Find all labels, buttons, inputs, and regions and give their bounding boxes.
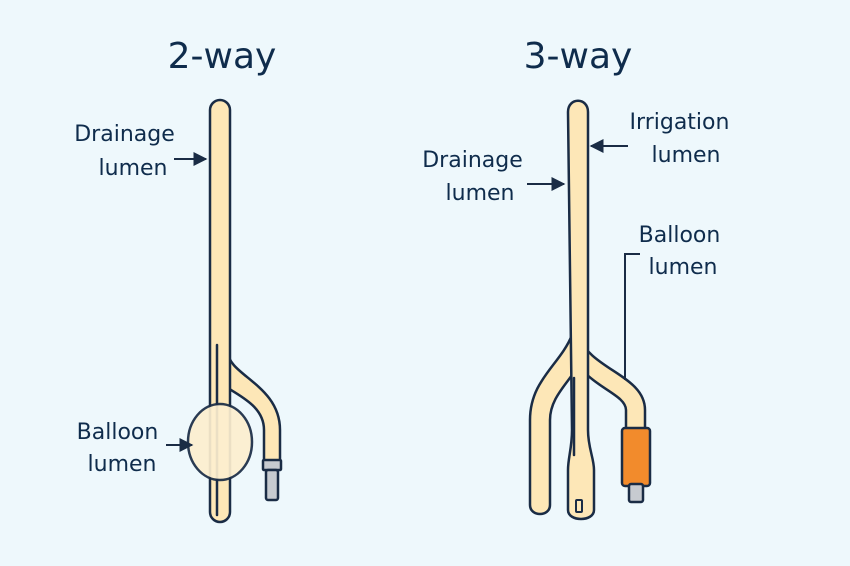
two-way-balloon-port-icon bbox=[264, 468, 280, 502]
three-way-balloon-label: Balloon lumen bbox=[639, 223, 728, 280]
three-way-title: 3-way bbox=[524, 36, 633, 77]
two-way-balloon bbox=[186, 402, 254, 482]
two-way-title: 2-way bbox=[168, 36, 277, 77]
three-way-tip-eyelet bbox=[575, 499, 583, 513]
three-way-drainage-label: Drainage lumen bbox=[422, 148, 530, 206]
three-way-balloon-port-icon bbox=[627, 482, 645, 504]
three-way-left-arm bbox=[528, 333, 588, 516]
three-way-catheter: 3-way Drainage lumen Irrigation lumen Ba… bbox=[422, 36, 737, 521]
three-way-main-shaft bbox=[566, 99, 596, 521]
two-way-balloon-valve bbox=[261, 458, 283, 472]
three-way-irrigation-port bbox=[620, 426, 652, 488]
two-way-catheter: 2-way Drainage lumen Balloon lumen bbox=[74, 36, 283, 524]
two-way-balloon-label: Balloon lumen bbox=[77, 420, 166, 477]
three-way-irrigation-label: Irrigation lumen bbox=[630, 110, 737, 168]
three-way-balloon-pointer bbox=[624, 253, 640, 380]
two-way-drainage-label: Drainage lumen bbox=[74, 122, 182, 181]
